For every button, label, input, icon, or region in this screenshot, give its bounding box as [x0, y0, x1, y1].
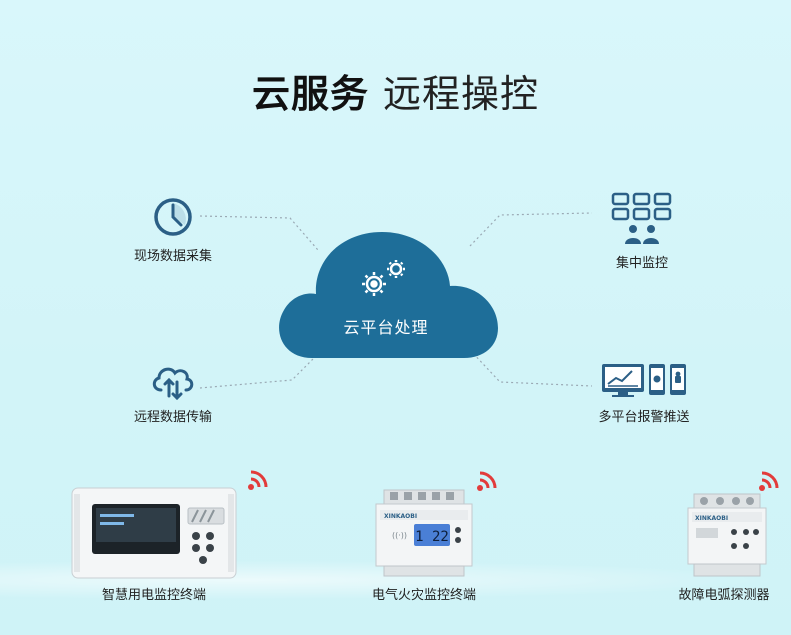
wifi-icon [759, 471, 779, 491]
device-smart-monitor [71, 487, 237, 579]
cloud-label: 云平台处理 [343, 318, 429, 337]
device-brand: XINKAOBI [695, 515, 728, 522]
svg-text:((·)): ((·)) [392, 531, 407, 540]
connector-top-left [199, 215, 319, 251]
device-label: 故障电弧探测器 [678, 588, 770, 603]
connector-bottom-left [199, 351, 321, 389]
cloud-shape [279, 232, 498, 358]
wifi-icon [477, 471, 497, 491]
device-fire-monitor: XINKAOBI 1 22 ((·)) [375, 489, 473, 577]
feature-label: 集中监控 [615, 256, 668, 271]
feature-label: 多平台报警推送 [598, 410, 690, 425]
device-arc-detector: XINKAOBI [687, 493, 767, 577]
wifi-icon [248, 470, 268, 490]
feature-multi-platform-alert: 多平台报警推送 [588, 360, 700, 425]
clock-icon [154, 198, 192, 236]
feature-field-data: 现场数据采集 [118, 195, 228, 264]
connector-bottom-right [469, 349, 593, 387]
gears-icon [362, 260, 405, 296]
feature-label: 现场数据采集 [133, 249, 212, 264]
title-light: 远程操控 [383, 72, 540, 116]
multi-device-icon [602, 364, 686, 397]
device-display: 1 22 [415, 529, 449, 545]
device-brand: XINKAOBI [384, 513, 417, 520]
title-bold: 云服务 [251, 72, 369, 116]
feature-remote-transfer: 远程数据传输 [118, 360, 228, 425]
device-label: 智慧用电监控终端 [101, 588, 206, 603]
feature-central-monitor: 集中监控 [592, 190, 692, 271]
device-label: 电气火灾监控终端 [371, 588, 476, 603]
page-title: 云服务远程操控 [0, 70, 791, 118]
feature-label: 远程数据传输 [133, 410, 212, 425]
monitor-grid-icon [611, 192, 672, 244]
cloud-transfer-icon [152, 367, 194, 400]
